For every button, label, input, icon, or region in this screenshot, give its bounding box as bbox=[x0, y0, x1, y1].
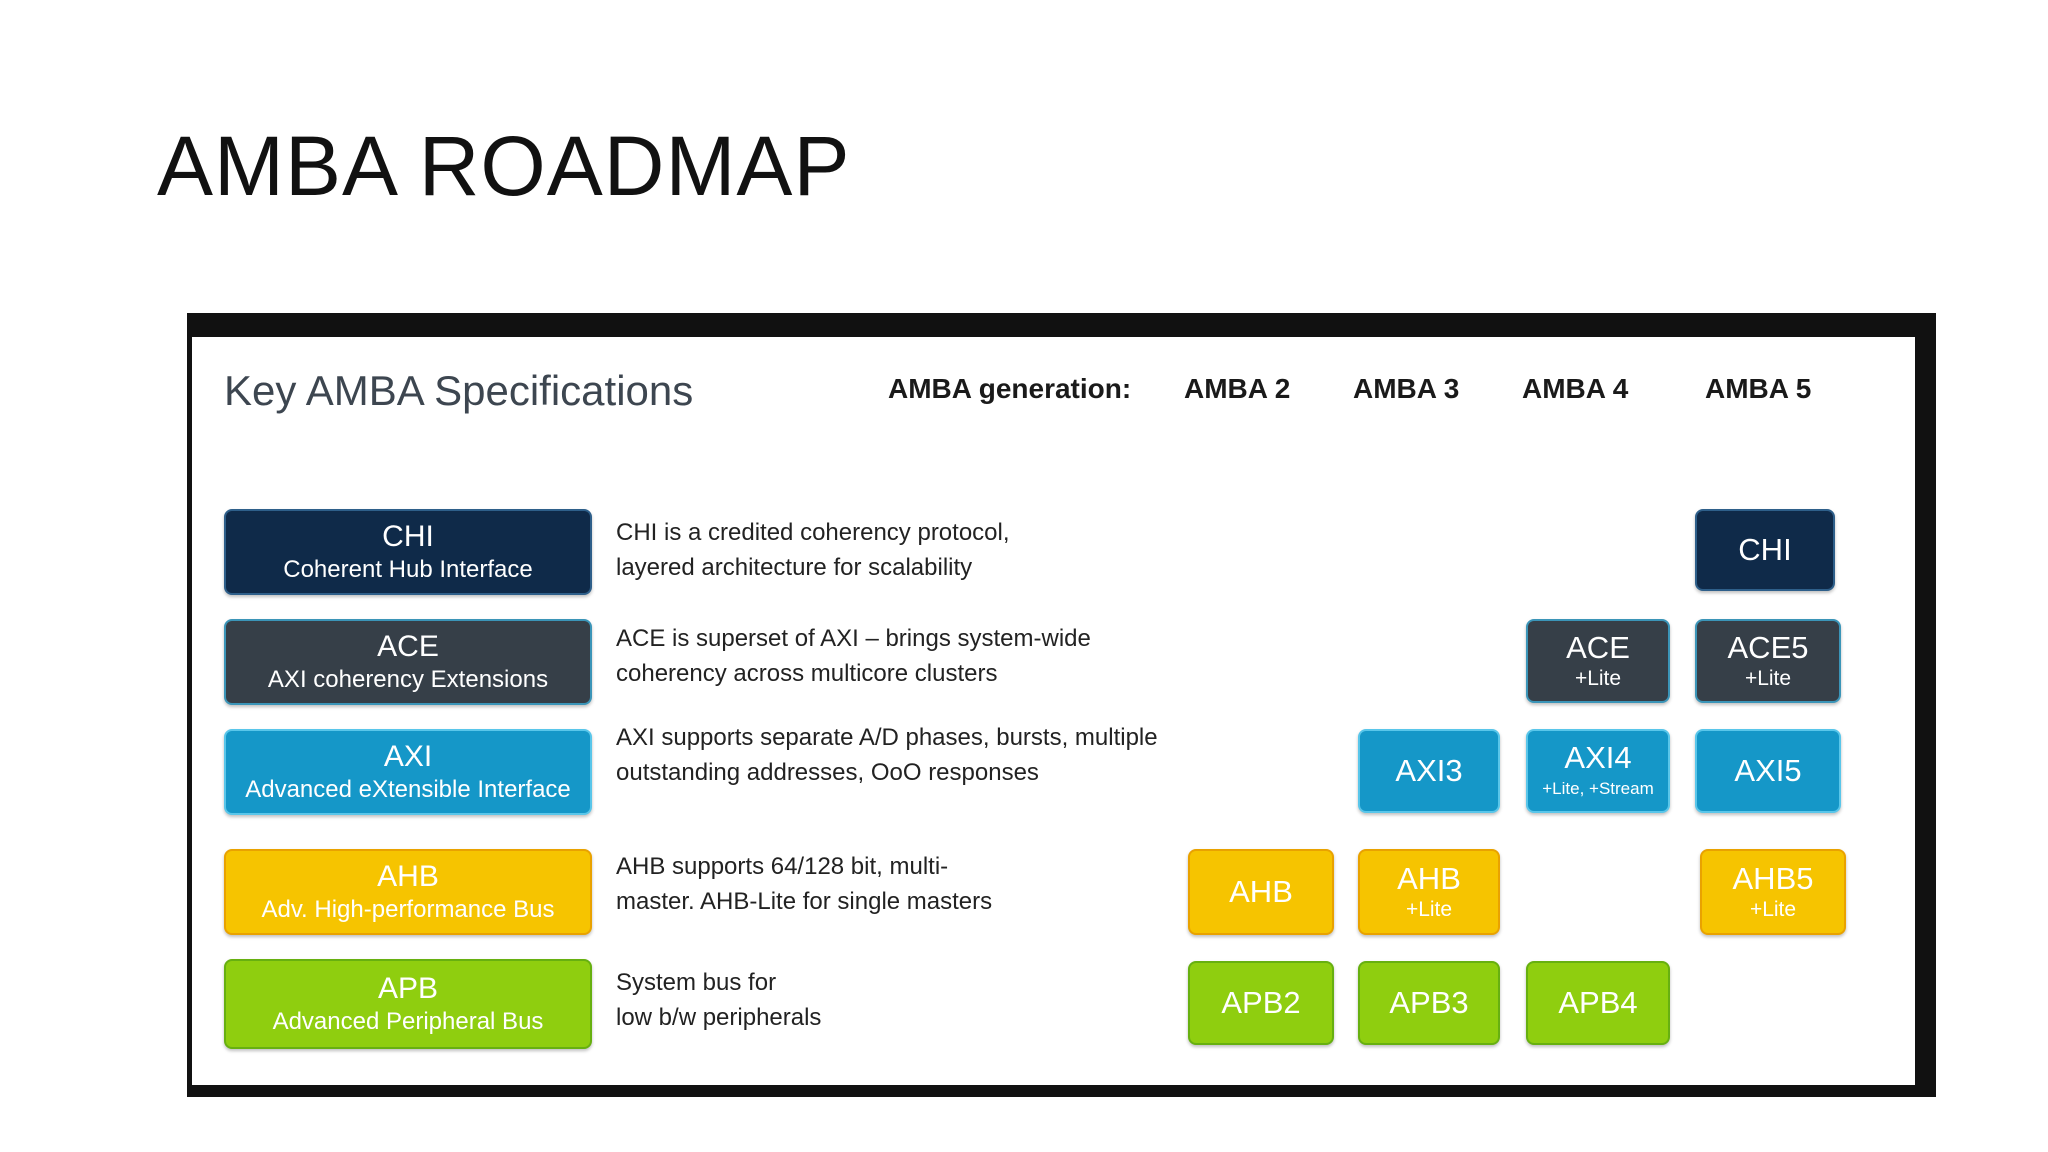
spec-box-chi: CHI Coherent Hub Interface bbox=[224, 509, 592, 595]
cell-sublabel: +Lite, +Stream bbox=[1542, 779, 1654, 798]
spec-abbr: APB bbox=[377, 972, 439, 1005]
generation-header-amba5: AMBA 5 bbox=[1705, 373, 1812, 404]
spec-full-name: Adv. High-performance Bus bbox=[261, 896, 555, 923]
cell-ahb-amba3: AHB +Lite bbox=[1358, 849, 1500, 935]
cell-sublabel: +Lite bbox=[1405, 898, 1453, 921]
generation-label: AMBA generation: bbox=[888, 373, 1132, 404]
cell-axi-amba5: AXI5 bbox=[1695, 729, 1841, 813]
cell-ace-amba4: ACE +Lite bbox=[1526, 619, 1670, 703]
cell-sublabel: +Lite bbox=[1744, 667, 1792, 690]
cell-label: ACE5 bbox=[1727, 630, 1809, 665]
diagram-heading: Key AMBA Specifications bbox=[224, 367, 694, 414]
spec-description-axi: AXI supports separate A/D phases, bursts… bbox=[616, 724, 1158, 786]
slide-title: AMBA ROADMAP bbox=[157, 119, 851, 213]
spec-description-chi: CHI is a credited coherency protocol, la… bbox=[616, 519, 1010, 581]
amba-spec-diagram: Key AMBA Specifications AMBA generation:… bbox=[192, 337, 1915, 1085]
cell-ahb-amba2: AHB bbox=[1188, 849, 1334, 935]
generation-header-amba4: AMBA 4 bbox=[1522, 373, 1629, 404]
spec-full-name: Coherent Hub Interface bbox=[283, 556, 533, 583]
cell-axi-amba3: AXI3 bbox=[1358, 729, 1500, 813]
cell-chi-amba5: CHI bbox=[1695, 509, 1835, 591]
cell-label: ACE bbox=[1566, 630, 1630, 665]
cell-label: APB3 bbox=[1389, 985, 1469, 1020]
cell-label: CHI bbox=[1738, 532, 1792, 567]
generation-header-amba3: AMBA 3 bbox=[1353, 373, 1460, 404]
spec-abbr: CHI bbox=[382, 520, 434, 553]
cell-label: AHB5 bbox=[1732, 861, 1814, 896]
spec-abbr: AHB bbox=[377, 860, 439, 893]
spec-box-ahb: AHB Adv. High-performance Bus bbox=[224, 849, 592, 935]
spec-description-ace: ACE is superset of AXI – brings system-w… bbox=[616, 625, 1091, 687]
cell-label: AHB bbox=[1229, 874, 1293, 909]
cell-label: APB4 bbox=[1558, 985, 1638, 1020]
cell-label: AXI5 bbox=[1734, 753, 1802, 788]
cell-ahb-amba5: AHB5 +Lite bbox=[1700, 849, 1846, 935]
cell-axi-amba4: AXI4 +Lite, +Stream bbox=[1526, 729, 1670, 813]
spec-full-name: AXI coherency Extensions bbox=[267, 666, 549, 693]
spec-abbr: ACE bbox=[377, 630, 439, 663]
spec-box-axi: AXI Advanced eXtensible Interface bbox=[224, 729, 592, 815]
spec-box-apb: APB Advanced Peripheral Bus bbox=[224, 959, 592, 1049]
cell-apb-amba3: APB3 bbox=[1358, 961, 1500, 1045]
cell-sublabel: +Lite bbox=[1749, 898, 1797, 921]
spec-description-ahb: AHB supports 64/128 bit, multi- master. … bbox=[616, 853, 993, 915]
cell-apb-amba4: APB4 bbox=[1526, 961, 1670, 1045]
spec-box-ace: ACE AXI coherency Extensions bbox=[224, 619, 592, 705]
cell-ace-amba5: ACE5 +Lite bbox=[1695, 619, 1841, 703]
cell-label: APB2 bbox=[1221, 985, 1301, 1020]
generation-header-amba2: AMBA 2 bbox=[1184, 373, 1291, 404]
cell-label: AXI4 bbox=[1564, 740, 1632, 775]
cell-apb-amba2: APB2 bbox=[1188, 961, 1334, 1045]
spec-full-name: Advanced Peripheral Bus bbox=[272, 1008, 544, 1035]
cell-label: AHB bbox=[1397, 861, 1461, 896]
cell-label: AXI3 bbox=[1395, 753, 1463, 788]
spec-description-apb: System bus for low b/w peripherals bbox=[616, 969, 822, 1031]
spec-abbr: AXI bbox=[383, 740, 433, 773]
cell-sublabel: +Lite bbox=[1574, 667, 1622, 690]
spec-full-name: Advanced eXtensible Interface bbox=[245, 776, 571, 803]
